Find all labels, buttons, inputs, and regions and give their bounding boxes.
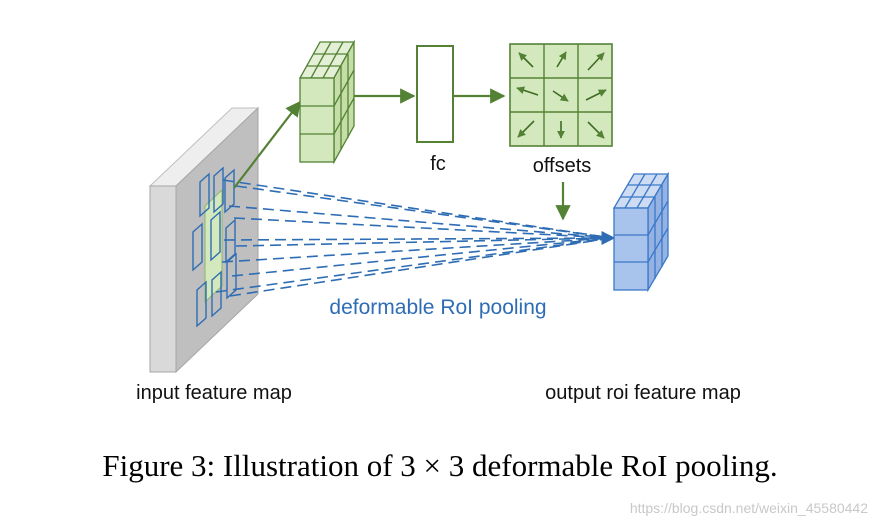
output-feature-map-label: output roi feature map [545,382,741,404]
fc-box [416,45,454,143]
offset-arrow-icon [585,89,607,101]
offsets-grid [509,43,613,147]
offset-arrow-icon [587,121,605,139]
offset-arrow-icon [552,90,569,102]
projection-lines [215,179,613,297]
conv-feature-block [298,39,356,165]
input-feature-map-label: input feature map [136,382,292,404]
pooling-label: deformable RoI pooling [329,296,546,319]
offsets-label: offsets [533,155,592,177]
fc-label: fc [430,153,446,175]
input-to-conv-arrow [233,100,301,189]
output-roi-feature-block [612,171,670,293]
offset-arrow-icon [556,51,567,68]
figure-caption: Figure 3: Illustration of 3 × 3 deformab… [102,448,778,483]
offset-arrow-icon [517,120,535,138]
offset-arrow-icon [587,52,605,71]
watermark: https://blog.csdn.net/weixin_45580442 [629,500,868,516]
offset-arrow-icon [518,52,534,68]
offset-arrow-icon [516,86,539,96]
